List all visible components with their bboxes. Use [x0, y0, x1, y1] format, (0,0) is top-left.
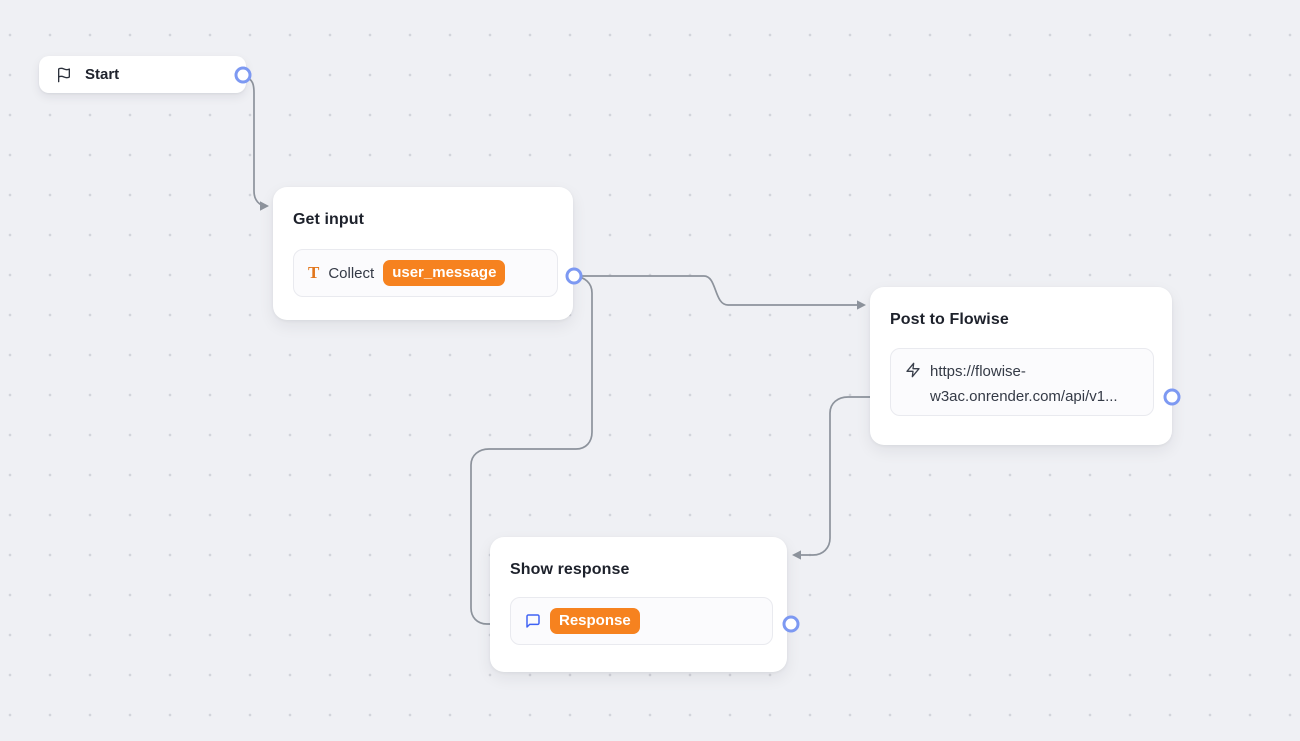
zap-icon	[905, 362, 921, 378]
node-title-post-to-flowise: Post to Flowise	[890, 311, 1009, 328]
node-start[interactable]: Start	[39, 56, 246, 93]
edge-post-to-show-response[interactable]	[796, 396, 1173, 556]
arrowhead-get-input	[260, 201, 269, 211]
arrowhead-show-response	[792, 550, 801, 560]
output-port-start[interactable]	[234, 66, 252, 84]
api-url-field[interactable]: https://flowise- w3ac.onrender.com/api/v…	[890, 348, 1154, 416]
output-port-show-response[interactable]	[782, 615, 800, 633]
api-url-line2: w3ac.onrender.com/api/v1...	[930, 388, 1118, 405]
output-port-post-to-flowise[interactable]	[1163, 388, 1181, 406]
collect-field[interactable]: T Collect user_message	[293, 249, 558, 297]
chat-bubble-icon	[525, 613, 541, 629]
text-icon: T	[308, 263, 320, 282]
node-title-start: Start	[85, 66, 120, 83]
output-port-get-input[interactable]	[565, 267, 583, 285]
response-pill[interactable]: Response	[550, 608, 640, 634]
variable-pill[interactable]: user_message	[383, 260, 506, 286]
arrowhead-post	[857, 300, 866, 310]
response-field[interactable]: Response	[510, 597, 773, 645]
node-post-to-flowise[interactable]: Post to Flowise https://flowise- w3ac.on…	[870, 287, 1172, 445]
node-show-response[interactable]: Show response Response	[490, 537, 787, 672]
edge-get-input-to-post[interactable]	[573, 275, 858, 306]
edge-start-to-get-input[interactable]	[244, 76, 268, 207]
collect-label: Collect	[328, 264, 375, 282]
api-url-line1: https://flowise-	[930, 363, 1026, 380]
node-get-input[interactable]: Get input T Collect user_message	[273, 187, 573, 320]
edge-get-input-to-show-response[interactable]	[470, 275, 593, 625]
api-url-text: https://flowise- w3ac.onrender.com/api/v…	[930, 359, 1118, 409]
flag-icon	[56, 67, 72, 83]
node-title-show-response: Show response	[510, 561, 630, 578]
node-title-get-input: Get input	[293, 211, 365, 228]
